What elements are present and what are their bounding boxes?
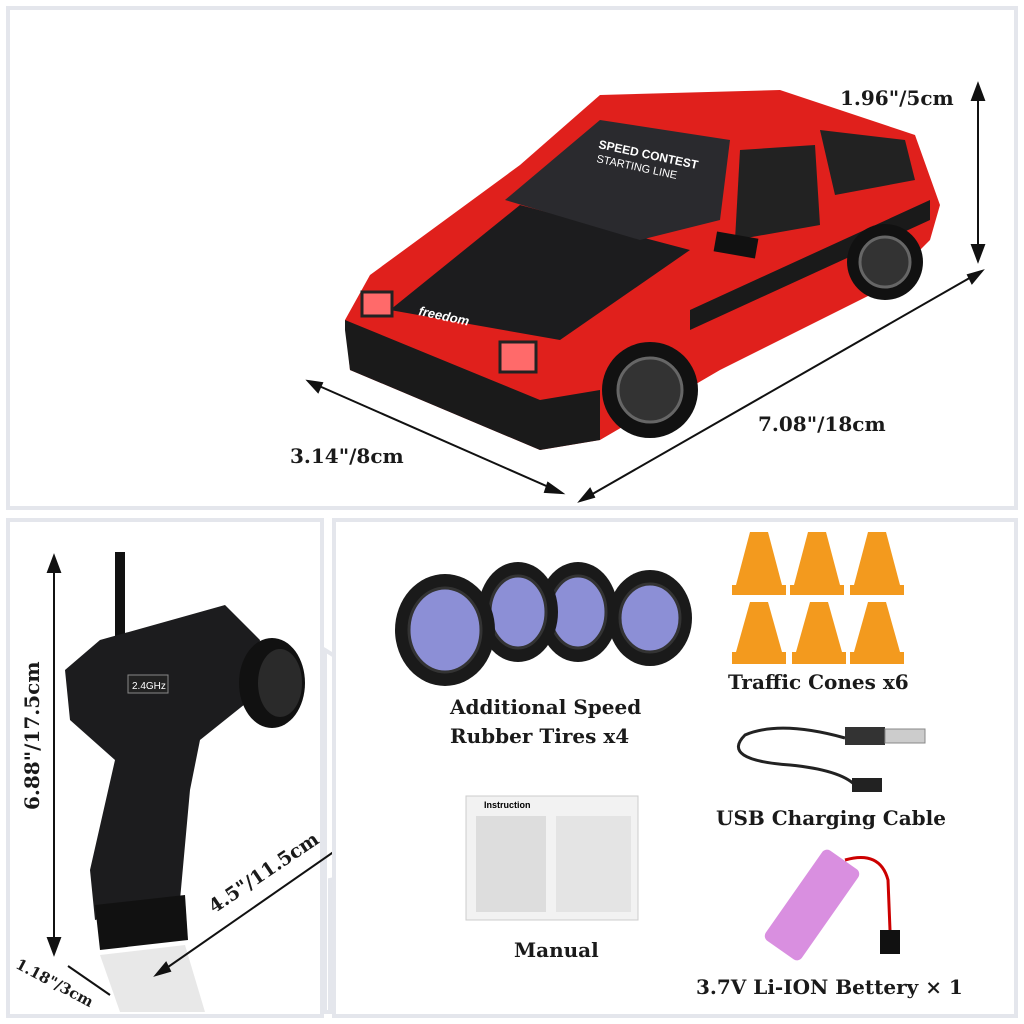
controller-panel xyxy=(6,518,324,1018)
controller-height-dimension: 6.88"/17.5cm xyxy=(20,661,44,811)
car-length-dimension: 7.08"/18cm xyxy=(758,412,886,436)
car-width-dimension: 3.14"/8cm xyxy=(290,444,404,468)
car-illustration: SPEED CONTEST STARTING LINE freedom xyxy=(305,81,986,503)
cable-label: USB Charging Cable xyxy=(716,806,946,830)
accessories-panel xyxy=(332,518,1018,1018)
battery-label: 3.7V Li-ION Bettery × 1 xyxy=(696,975,963,999)
tires-label-1: Additional Speed xyxy=(450,695,642,719)
dimension-arrows xyxy=(305,81,986,503)
car-height-dimension: 1.96"/5cm xyxy=(840,86,954,110)
manual-label: Manual xyxy=(514,938,599,962)
cones-label: Traffic Cones x6 xyxy=(728,670,909,694)
tires-label-2: Rubber Tires x4 xyxy=(450,724,630,748)
rc-car: SPEED CONTEST STARTING LINE freedom xyxy=(345,90,940,450)
